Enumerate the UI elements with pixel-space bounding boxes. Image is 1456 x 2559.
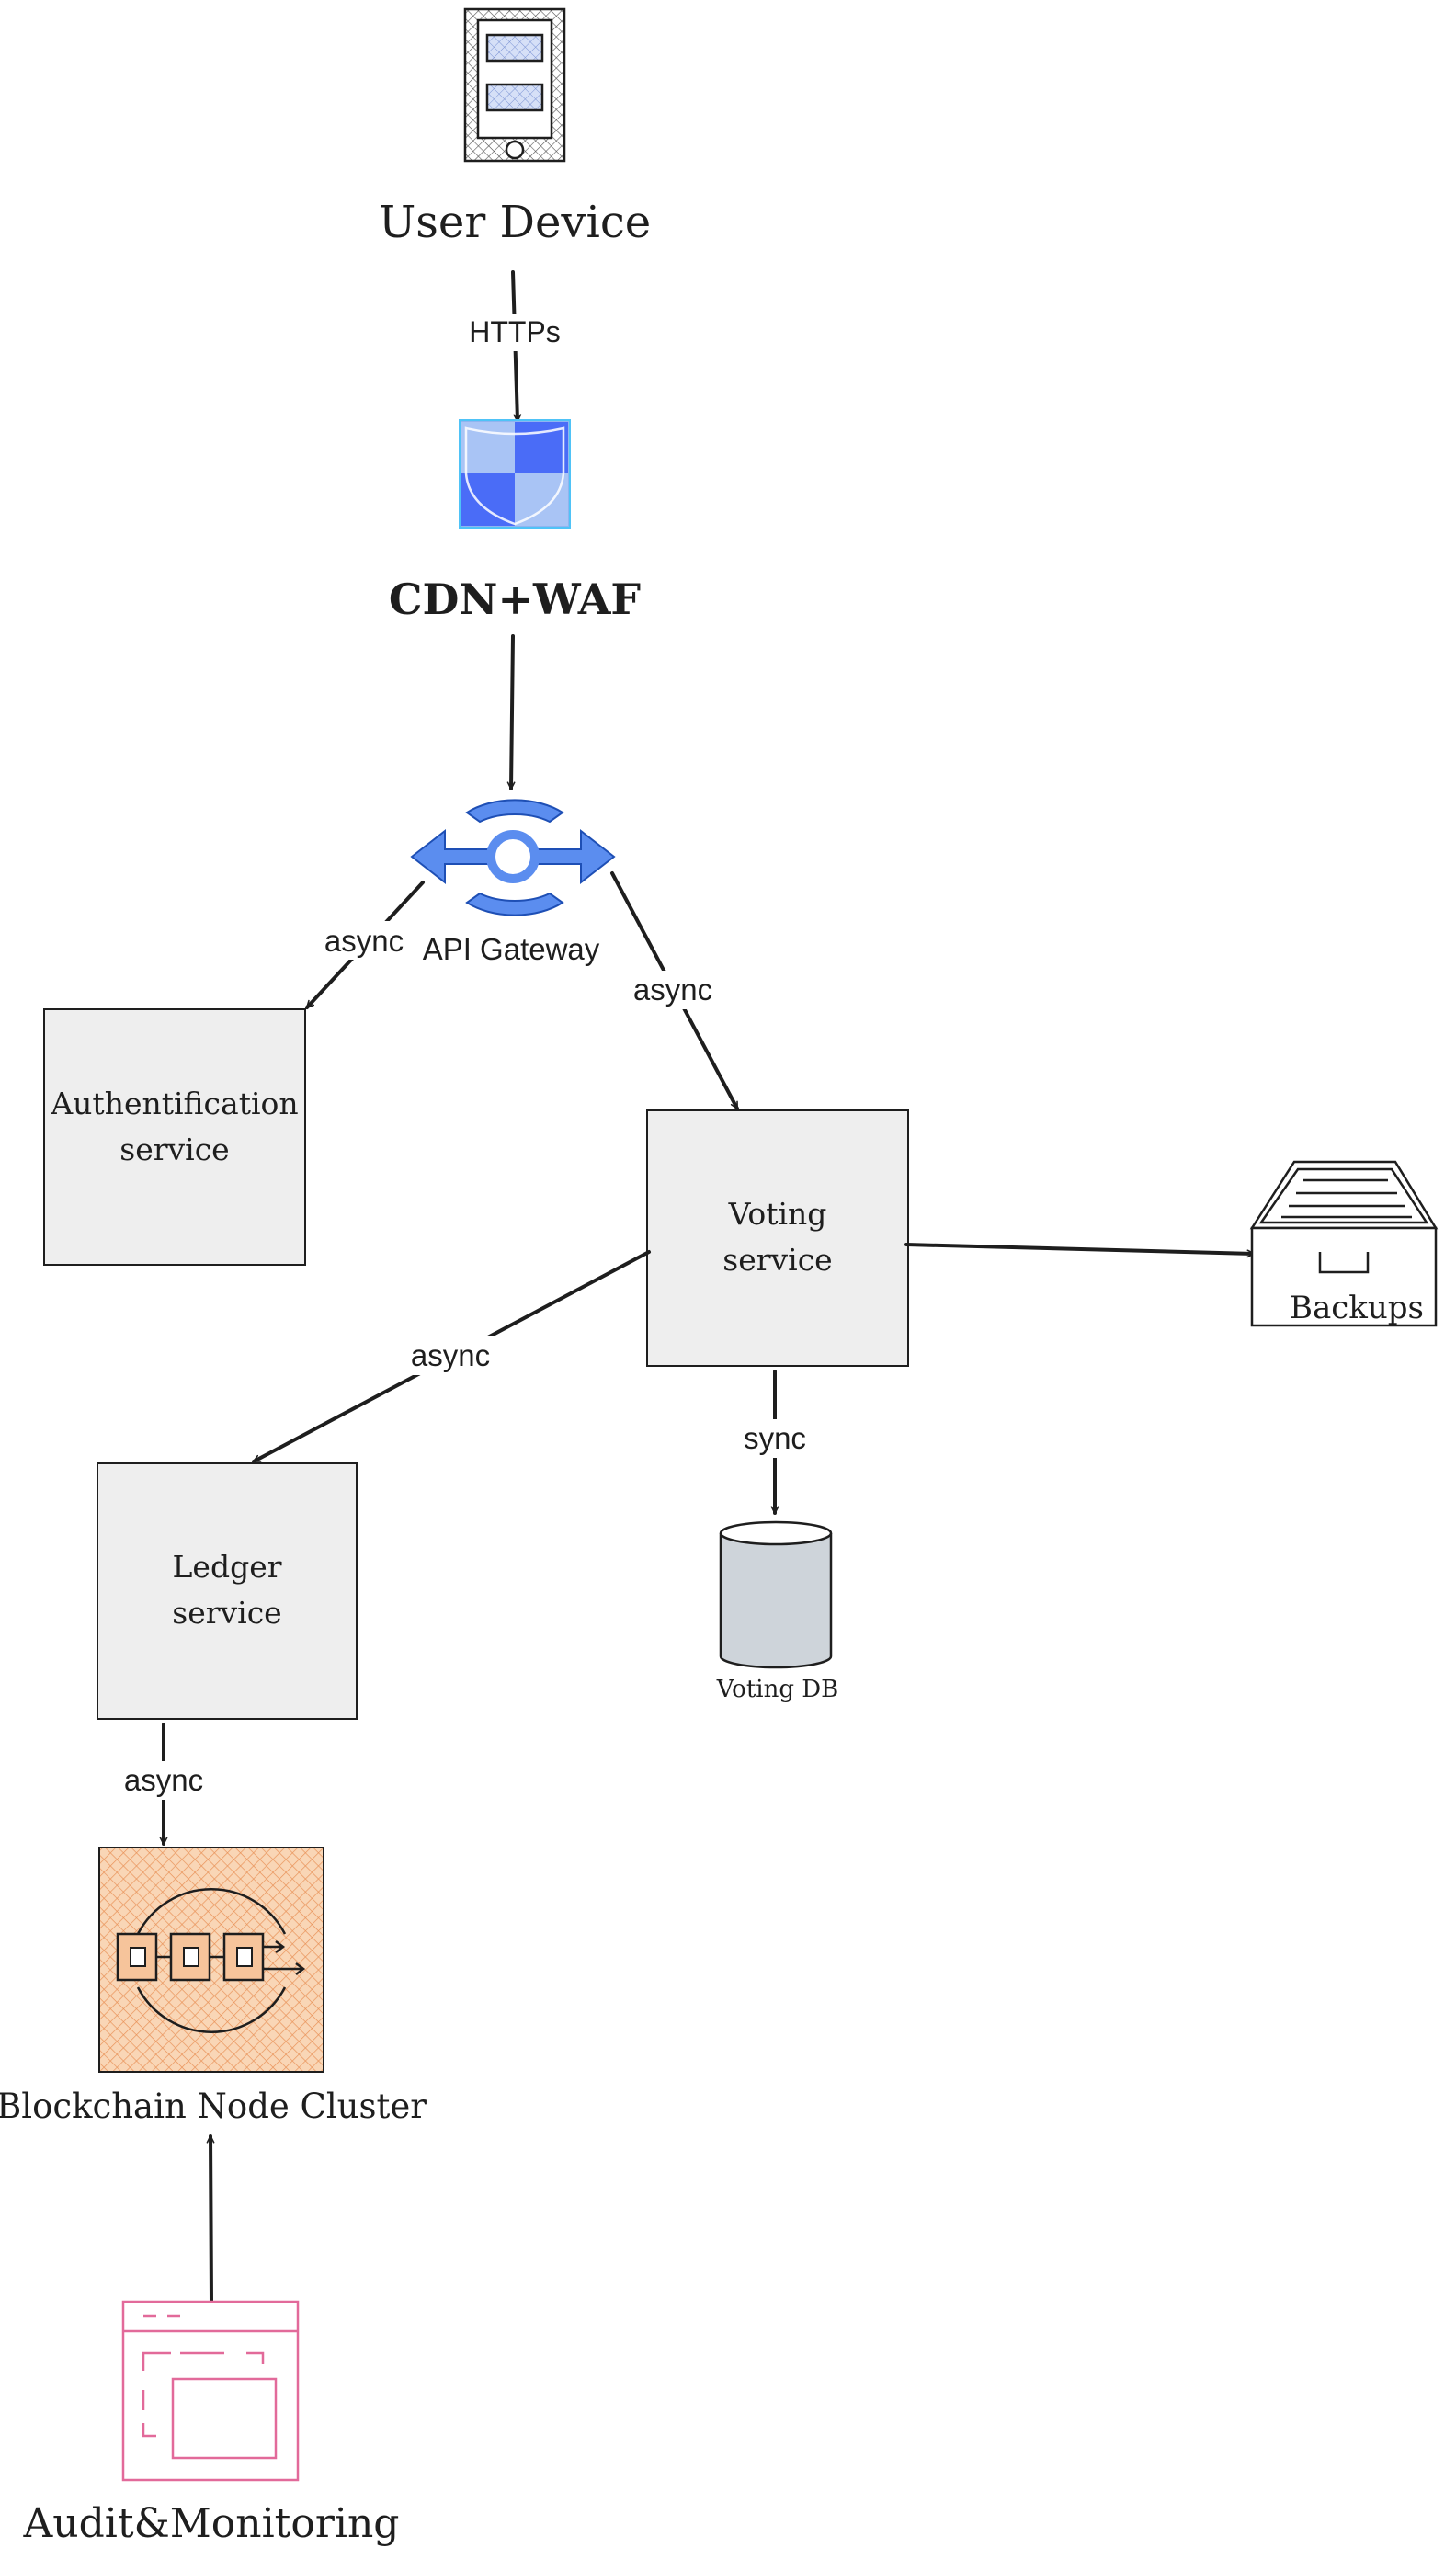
shield-icon <box>459 419 571 529</box>
blockchain-label: Blockchain Node Cluster <box>0 2087 427 2126</box>
ledger-service-node: Ledger service <box>97 1462 358 1720</box>
cdn-waf-node: CDN+WAF <box>389 419 642 624</box>
audit-node: Audit&Monitoring <box>23 2300 400 2547</box>
edge-async-voting-label: async <box>633 972 712 1007</box>
api-gateway-label: API Gateway <box>423 932 600 966</box>
blockchain-node: Blockchain Node Cluster <box>0 1847 427 2126</box>
auth-service-box <box>43 1008 306 1266</box>
edge-audit-to-blockchain <box>206 2134 215 2303</box>
archive-drawer-icon <box>1249 1160 1439 1327</box>
user-device-node: User Device <box>379 7 651 248</box>
backups-node: Backups <box>1249 1160 1439 1327</box>
edge-async-auth: async <box>305 881 425 1009</box>
edge-async-auth-label: async <box>324 924 404 958</box>
cdn-waf-label: CDN+WAF <box>389 574 642 624</box>
edge-async-voting: async <box>610 871 739 1110</box>
backups-label: Backups <box>1290 1290 1424 1326</box>
voting-service-node: Voting service <box>646 1109 909 1367</box>
edge-async-blockchain: async <box>118 1723 210 1846</box>
voting-db-label: Voting DB <box>716 1676 838 1703</box>
api-gateway-icon <box>410 799 616 916</box>
voting-service-label-2: service <box>722 1242 832 1278</box>
edge-async-ledger-label: async <box>411 1338 490 1372</box>
edge-async-blockchain-label: async <box>124 1763 203 1797</box>
auth-service-label-2: service <box>119 1132 229 1167</box>
edge-cdn-to-gateway <box>506 634 516 790</box>
ledger-service-label-2: service <box>172 1595 281 1631</box>
edge-https: HTTPs <box>464 270 567 423</box>
edge-sync-db-label: sync <box>744 1421 806 1455</box>
voting-service-label-1: Voting <box>728 1196 827 1232</box>
auth-service-label-1: Authentification <box>50 1086 298 1121</box>
browser-window-icon <box>121 2300 300 2482</box>
voting-service-box <box>646 1109 909 1367</box>
edge-voting-to-backups <box>904 1243 1256 1258</box>
api-gateway-node: API Gateway <box>410 799 616 966</box>
database-cylinder-icon <box>719 1520 833 1669</box>
mobile-device-icon <box>463 7 566 163</box>
edge-sync-db: sync <box>735 1370 814 1515</box>
audit-label: Audit&Monitoring <box>23 2500 400 2547</box>
edge-async-ledger: async <box>252 1250 651 1463</box>
blockchain-icon <box>98 1847 324 2073</box>
auth-service-node: Authentification service <box>43 1008 306 1266</box>
user-device-label: User Device <box>379 197 651 248</box>
ledger-service-box <box>97 1462 358 1720</box>
ledger-service-label-1: Ledger <box>173 1549 282 1585</box>
voting-db-node: Voting DB <box>716 1520 838 1703</box>
edge-https-label: HTTPs <box>469 315 561 348</box>
